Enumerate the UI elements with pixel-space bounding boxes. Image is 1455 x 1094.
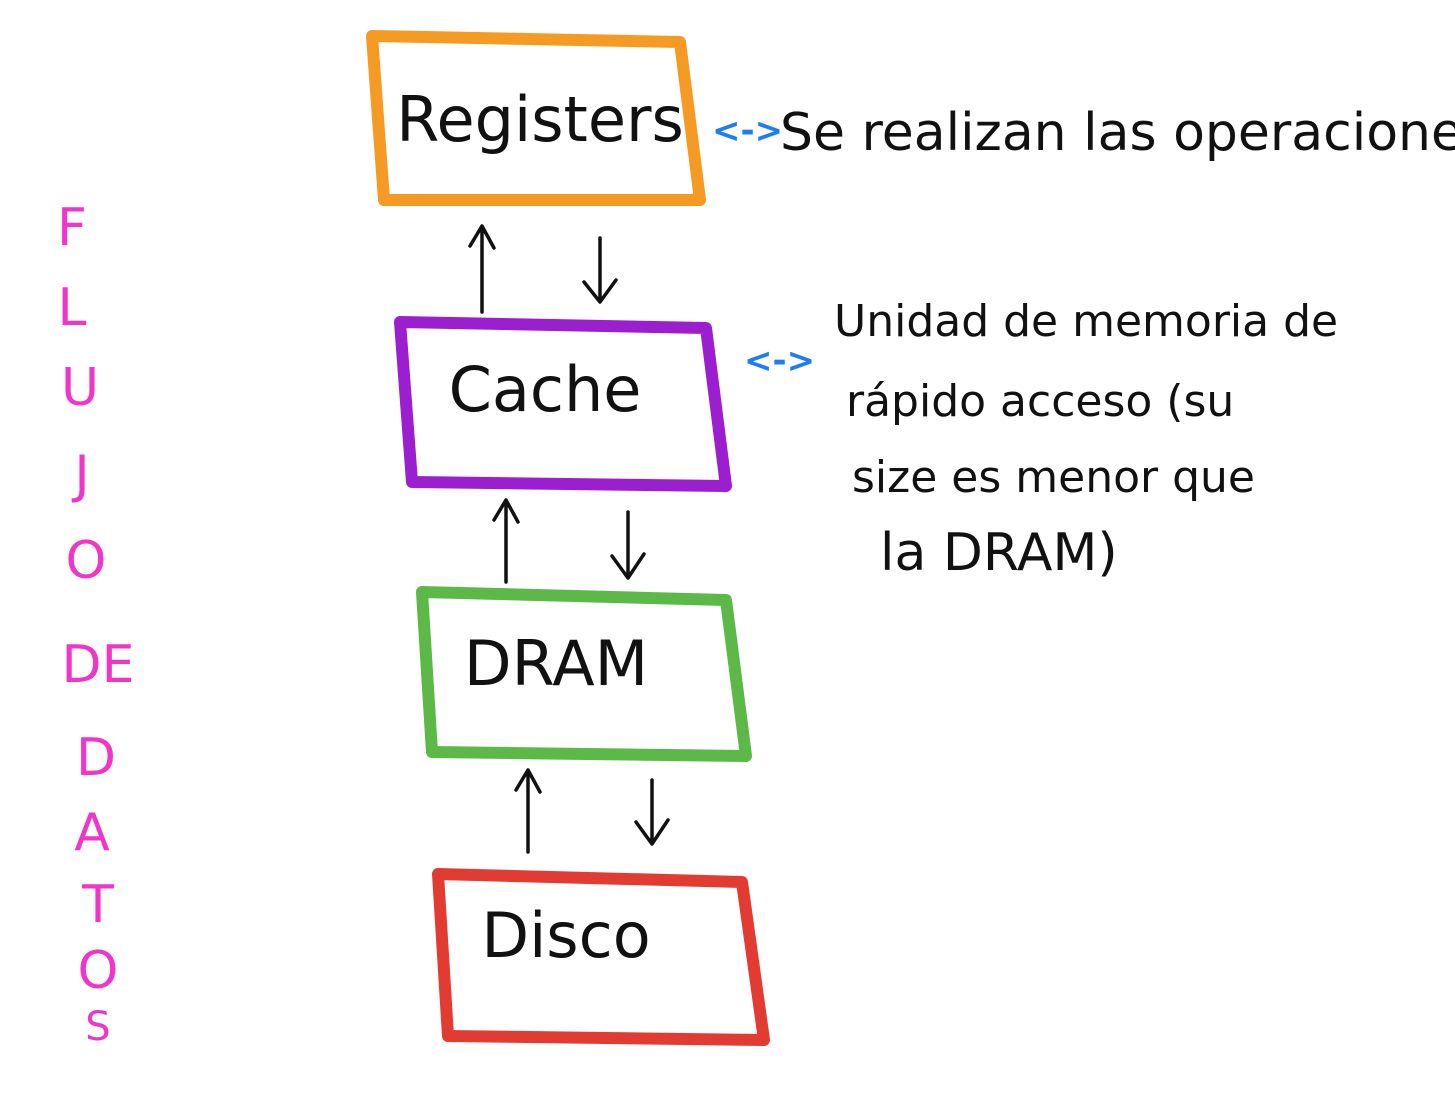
- side-title-letter: D: [76, 728, 116, 788]
- registers-label: Registers: [396, 83, 684, 156]
- side-title-letter: J: [71, 445, 89, 505]
- cache-note-line: size es menor que: [852, 452, 1255, 503]
- side-title-letter: O: [66, 531, 107, 591]
- registers-cache-arrows: [468, 224, 618, 314]
- cache-note-line: la DRAM): [880, 523, 1118, 583]
- arrow-up: [492, 498, 520, 584]
- dram-disco-arrows: [514, 768, 670, 854]
- side-title-letter: F: [57, 198, 87, 258]
- arrow-down: [634, 778, 670, 846]
- cache-label: Cache: [449, 353, 642, 426]
- side-title-flujo-de-datos: F L U J O DE D A T O S: [57, 198, 134, 1050]
- registers-node: Registers: [366, 30, 706, 206]
- arrow-down: [610, 510, 646, 580]
- cache-node: Cache: [394, 316, 732, 492]
- side-title-letter: L: [58, 278, 87, 338]
- cache-note: <-> Unidad de memoria de rápido acceso (…: [744, 296, 1338, 583]
- dram-label: DRAM: [464, 627, 648, 700]
- double-arrow-icon: <->: [744, 341, 815, 381]
- dram-box: [416, 586, 752, 762]
- side-title-letter: O: [78, 941, 119, 1001]
- cache-dram-arrows: [492, 498, 646, 584]
- cache-note-line: rápido acceso (su: [846, 376, 1234, 427]
- disco-box: [432, 868, 770, 1046]
- side-title-letter: A: [74, 803, 110, 863]
- side-title-letter: S: [85, 1004, 110, 1050]
- registers-note-text: Se realizan las operaciones: [780, 103, 1455, 163]
- arrow-up: [468, 224, 496, 314]
- side-title-letter: U: [61, 358, 99, 418]
- arrow-down: [582, 236, 618, 304]
- double-arrow-icon: <->: [712, 111, 783, 151]
- arrow-up: [514, 768, 542, 854]
- side-title-letter: T: [81, 875, 114, 935]
- side-title-letter: DE: [62, 635, 135, 695]
- disco-node: Disco: [432, 868, 770, 1046]
- disco-label: Disco: [481, 899, 650, 972]
- dram-node: DRAM: [416, 586, 752, 762]
- registers-note: <-> Se realizan las operaciones: [712, 103, 1455, 163]
- cache-note-line: Unidad de memoria de: [834, 296, 1338, 347]
- cache-box: [394, 316, 732, 492]
- registers-box: [366, 30, 706, 206]
